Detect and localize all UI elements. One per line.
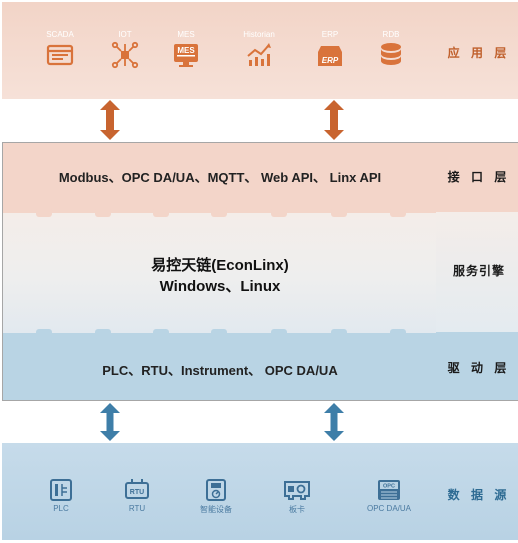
app-historian: Historian [224,30,294,70]
connector-tab [153,207,169,217]
app-label: ERP [321,30,339,39]
connector-tab [331,207,347,217]
card-icon [284,481,310,500]
app-scada: SCADA [25,30,95,70]
connector-tab [36,207,52,217]
source-plc: PLC [21,478,101,513]
source-label: RTU [128,504,146,513]
opc-server-icon: OPC [378,480,400,500]
datasource-layer [2,443,518,540]
connector-tab [211,207,227,217]
scada-window-icon [46,44,74,66]
connector-tab [36,329,52,339]
app-mes: MES MES [151,30,221,70]
app-iot: IOT [90,30,160,70]
app-rdb: RDB [356,30,426,70]
connector-tab [271,207,287,217]
source-smart-device: 智能设备 [176,478,256,515]
connector-tab [95,329,111,339]
engine-label-panel [436,212,518,332]
layer-label-application: 应 用 层 [447,46,511,60]
smart-device-icon [206,479,226,501]
svg-text:MES: MES [177,46,195,55]
bidirectional-arrow-icon [324,403,344,441]
connector-tab [390,329,406,339]
service-engine-layer [3,213,436,333]
driver-protocols: PLC、RTU、Instrument、 OPC DA/UA [102,363,338,378]
connector-tab [390,207,406,217]
layer-label-datasource: 数 据 源 [447,488,511,502]
connector-tab [95,207,111,217]
rtu-icon: RTU [125,479,149,499]
app-label: Historian [243,30,275,39]
connector-tab [211,329,227,339]
app-label: SCADA [46,30,74,39]
connector-tab [153,329,169,339]
source-card: 板卡 [257,478,337,515]
layer-label-engine: 服务引擎 [452,264,505,278]
layer-label-interface: 接 口 层 [447,170,511,184]
source-label: OPC DA/UA [366,504,411,513]
source-label: 板卡 [289,505,305,514]
bidirectional-arrow-icon [100,100,120,140]
svg-text:ERP: ERP [322,56,339,65]
source-label: 智能设备 [200,505,232,514]
connector-tab [271,329,287,339]
mes-screen-icon: MES [174,44,198,67]
application-layer [2,2,518,99]
core-stack: Modbus、OPC DA/UA、MQTT、 Web API、 Linx API… [2,142,436,401]
driver-layer [3,333,436,400]
svg-text:OPC: OPC [383,484,395,490]
connector-tab [331,329,347,339]
engine-platforms: Windows、Linux [159,278,281,295]
app-erp: ERP ERP [295,30,365,70]
source-opc: OPC OPC DA/UA [349,478,429,513]
bidirectional-arrow-icon [100,403,120,441]
app-label: RDB [382,30,400,39]
layer-label-driver: 驱 动 层 [447,361,511,375]
source-rtu: RTU RTU [97,478,177,513]
interface-protocols: Modbus、OPC DA/UA、MQTT、 Web API、 Linx API [58,170,382,185]
app-label: MES [177,30,195,39]
app-label: IOT [118,30,132,39]
svg-text:RTU: RTU [130,489,144,496]
source-label: PLC [53,504,69,513]
driver-label-panel [436,332,518,401]
engine-title: 易控天链(EconLinx) [151,257,289,274]
database-icon [381,43,401,65]
erp-box-icon: ERP [318,46,342,66]
plc-icon [50,479,72,501]
bidirectional-arrow-icon [324,100,344,140]
trend-chart-icon [247,43,271,66]
iot-network-icon [111,41,139,69]
interface-layer [3,143,436,213]
interface-label-panel [436,142,518,212]
